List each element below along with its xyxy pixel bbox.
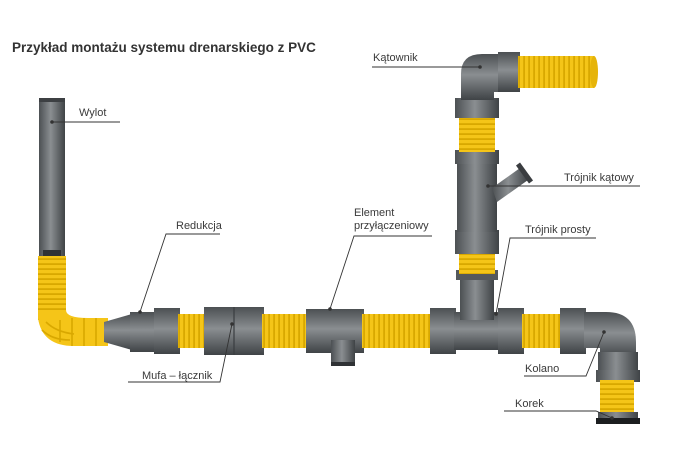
socket-5 — [596, 370, 640, 382]
socket-1 — [154, 308, 180, 354]
angle-fitting — [461, 52, 520, 100]
drain-pipe-bend — [38, 310, 108, 346]
drain-pipe-segment-3 — [362, 314, 432, 348]
drain-pipe-segment-1 — [178, 314, 206, 348]
connection-element — [306, 309, 364, 366]
label-wylot: Wylot — [79, 107, 106, 119]
straight-tee — [454, 270, 500, 350]
socket-6 — [455, 230, 499, 254]
diagram-title: Przykład montażu systemu drenarskiego z … — [12, 40, 316, 55]
angle-tee — [457, 162, 534, 232]
drain-pipe-vertical-1 — [459, 252, 495, 274]
drain-pipe-vertical-left — [38, 256, 66, 320]
outlet-pipe — [39, 98, 65, 258]
leader-lines — [50, 65, 640, 420]
drain-pipe-segment-4 — [522, 314, 562, 348]
label-element-line1: Element — [354, 207, 394, 219]
drain-pipe-segment-5 — [600, 380, 634, 414]
coupler — [204, 307, 264, 355]
socket-4 — [560, 308, 586, 354]
elbow — [584, 312, 638, 372]
socket-7 — [455, 150, 499, 164]
socket-3 — [498, 308, 524, 354]
drain-pipe-top — [518, 56, 594, 88]
label-kolano: Kolano — [525, 363, 559, 375]
end-cap — [596, 412, 640, 424]
drain-pipe-top-end — [590, 56, 598, 88]
label-trojnik-katowy: Trójnik kątowy — [564, 172, 634, 184]
socket-2 — [430, 308, 456, 354]
label-korek: Korek — [515, 398, 544, 410]
label-mufa: Mufa – łącznik — [142, 370, 213, 382]
label-redukcja: Redukcja — [176, 220, 223, 232]
socket-8 — [455, 98, 499, 118]
label-trojnik-prosty: Trójnik prosty — [525, 224, 591, 236]
reducer — [104, 312, 156, 352]
label-katownik: Kątownik — [373, 52, 418, 64]
drain-pipe-vertical-2 — [459, 116, 495, 152]
label-element-line2: przyłączeniowy — [354, 220, 429, 232]
drain-pipe-segment-2 — [262, 314, 308, 348]
